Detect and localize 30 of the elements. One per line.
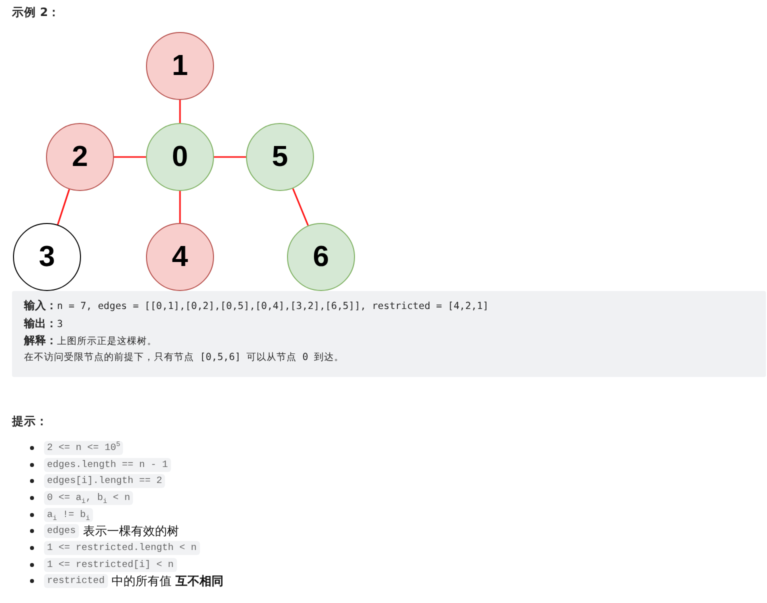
heading: 提示： [12,413,48,429]
inline-code: restricted [44,574,108,588]
inline-code: edges[i].length == 2 [44,474,166,488]
inline-code: edges.length == n - 1 [44,458,171,472]
inline-code: 2 <= n <= 10$^{5}$ [44,441,124,455]
tree-edge [179,191,181,223]
node-circle: 6 [287,223,355,291]
inline-code: 0 <= a$_{i}$, b$_{i}$ < n [44,490,134,505]
example-text: 解释：上图所示正是这棵树。 [24,333,157,349]
heading: 示例 2： [12,4,60,20]
tree-edge [292,188,309,226]
example-text: 输入：n = 7, edges = [[0,1],[0,2],[0,5],[0,4],[3,2],[6,5]], restricted = [4,2,1] [24,298,489,314]
example-text: 在不访问受限节点的前提下，只有节点 [0,5,6] 可以从节点 0 到达。 [24,351,344,365]
example-text: 输出：3 [24,316,63,332]
tree-edge [114,156,146,158]
node-circle: 0 [146,123,214,191]
list-text: 表示一棵有效的树 [82,524,179,539]
inline-code: edges [44,524,79,538]
tree-edge [179,100,181,123]
node-circle: 5 [246,123,314,191]
node-circle: 2 [46,123,114,191]
inline-code: 1 <= restricted[i] < n [44,558,177,572]
tree-edge [56,189,70,225]
node-circle: 1 [146,32,214,100]
list-text: 中的所有值 互不相同 [112,574,224,589]
inline-code: 1 <= restricted.length < n [44,540,200,555]
node-circle: 4 [146,223,214,291]
node-circle: 3 [13,223,81,291]
tree-edge [214,156,246,158]
inline-code: a$_{i}$ != b$_{i}$ [44,508,93,522]
